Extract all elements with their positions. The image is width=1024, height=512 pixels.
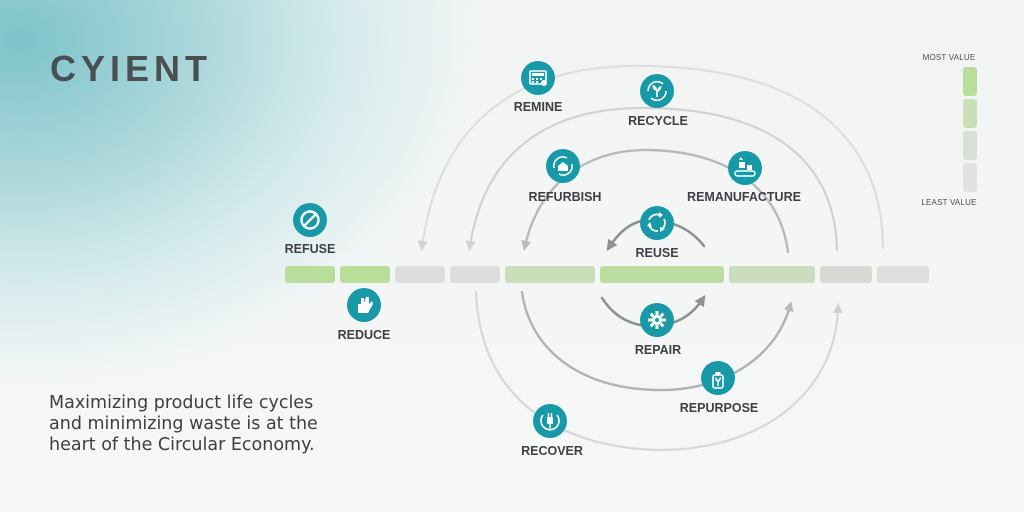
legend-segment — [963, 131, 977, 160]
value-legend-bar — [963, 67, 977, 192]
arrow-recover — [474, 290, 843, 452]
cyient-logo: CYIENT — [50, 48, 213, 89]
arrow-recycle — [465, 106, 839, 252]
house-refresh-icon — [546, 149, 580, 183]
value-segment — [877, 266, 929, 283]
gear-icon — [640, 303, 674, 337]
value-segment — [285, 266, 335, 283]
label-remine: REMINE — [513, 100, 563, 114]
prohibited-icon — [293, 203, 327, 237]
value-segment — [340, 266, 390, 283]
label-recover: RECOVER — [521, 444, 583, 458]
label-repair: REPAIR — [634, 343, 682, 357]
value-bar — [285, 266, 929, 283]
label-reduce: REDUCE — [337, 328, 391, 342]
legend-most-value: MOST VALUE — [922, 53, 976, 62]
conveyor-icon — [728, 151, 762, 185]
legend-segment — [963, 67, 977, 96]
value-segment — [395, 266, 445, 283]
label-remanufacture: REMANUFACTURE — [687, 190, 801, 204]
arrow-refurbish — [521, 148, 790, 254]
value-segment — [450, 266, 500, 283]
label-refurbish: REFURBISH — [528, 190, 602, 204]
value-segment — [505, 266, 595, 283]
tagline-line: heart of the Circular Economy. — [49, 435, 315, 455]
hand-icon — [347, 288, 381, 322]
calculator-icon — [521, 61, 555, 95]
tagline-line: and minimizing waste is at the — [49, 414, 318, 434]
bottle-plant-icon — [701, 361, 735, 395]
value-segment — [729, 266, 815, 283]
label-reuse: REUSE — [635, 246, 679, 260]
label-refuse: REFUSE — [284, 242, 336, 256]
label-recycle: RECYCLE — [628, 114, 688, 128]
tagline-line: Maximizing product life cycles — [49, 393, 314, 413]
arrow-repurpose — [520, 290, 794, 392]
value-segment — [820, 266, 872, 283]
label-repurpose: REPURPOSE — [679, 401, 759, 415]
legend-segment — [963, 99, 977, 128]
upper-arrows — [417, 64, 885, 254]
legend-segment — [963, 163, 977, 192]
value-segment — [600, 266, 724, 283]
plug-icon — [533, 404, 567, 438]
recycle-plant-icon — [640, 74, 674, 108]
tagline: Maximizing product life cycles and minim… — [49, 393, 349, 456]
reuse-arrows-icon — [640, 206, 674, 240]
arrow-remine — [417, 64, 885, 251]
legend-least-value: LEAST VALUE — [921, 198, 977, 207]
